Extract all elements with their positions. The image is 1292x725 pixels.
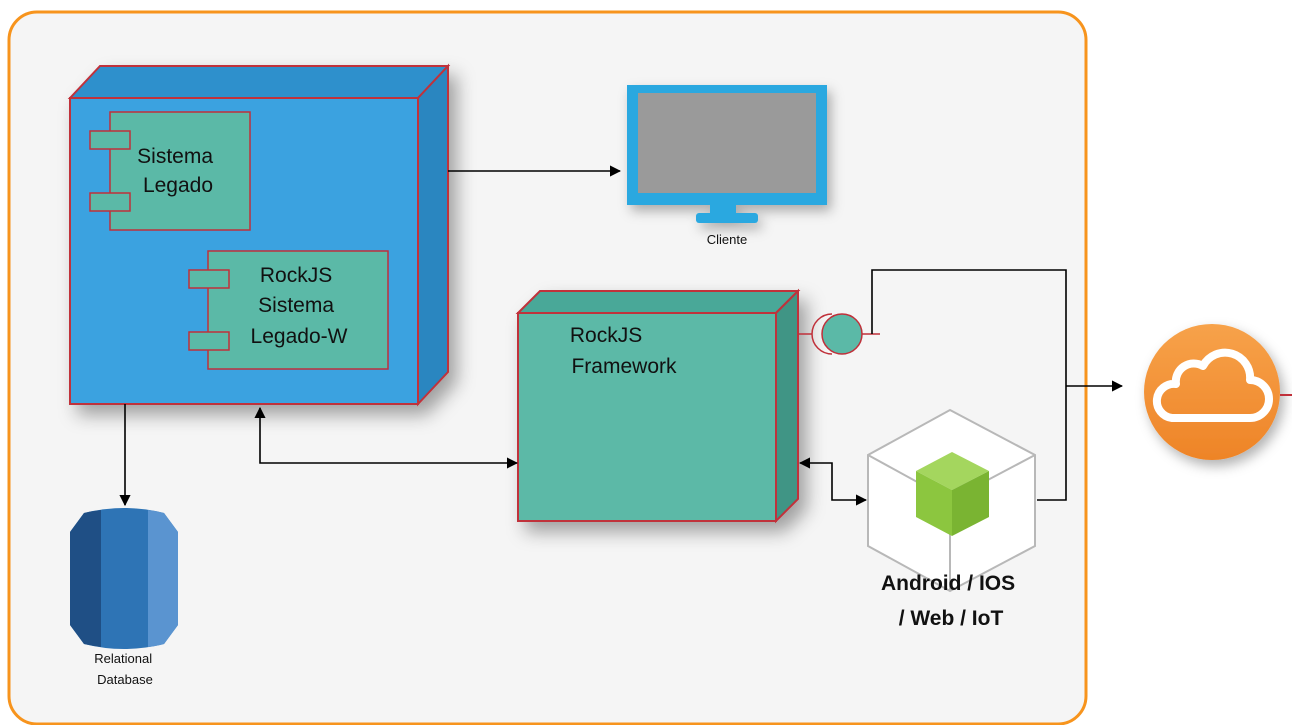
database-label-line: Database	[97, 672, 153, 687]
svg-text:RockJS Sistema Leg: RockJS Sistema Legado-W	[251, 264, 348, 348]
component-label-line: RockJS	[260, 264, 332, 287]
android-green-box-icon	[916, 452, 989, 536]
connector-legacy-framework	[254, 406, 519, 469]
database-label-line: Relational	[94, 651, 152, 666]
component-port-bottom	[188, 331, 230, 351]
interface-socket-icon	[798, 313, 880, 355]
devices-label-line: / Web / IoT	[899, 607, 1004, 630]
component-port-top	[188, 269, 230, 289]
component-port-bottom	[89, 192, 131, 212]
svg-text:Relational Database: Relational Database	[94, 651, 155, 687]
svg-text:Android / IOS / Web / IoT: Android / IOS / Web / IoT	[881, 572, 1021, 630]
component-rockjs-sistema-legado-w: RockJS Sistema Legado-W	[188, 250, 389, 370]
database-icon	[70, 508, 178, 649]
client-monitor-icon	[627, 85, 827, 223]
component-label-line: Legado-W	[251, 325, 348, 348]
framework-label-line: Framework	[571, 355, 677, 378]
svg-text:RockJS Framework: RockJS Framework	[570, 324, 677, 378]
component-label-line: Sistema	[258, 294, 334, 317]
component-port-top	[89, 130, 131, 150]
svg-text:Sistema Legado: Sistema Legado	[137, 145, 219, 197]
component-label-line: Legado	[143, 174, 213, 197]
connector-framework-devices	[798, 457, 868, 506]
cloud-icon	[1144, 324, 1280, 460]
component-sistema-legado: Sistema Legado	[89, 111, 251, 231]
framework-node	[515, 288, 801, 524]
client-label: Cliente	[707, 232, 747, 247]
framework-label-line: RockJS	[570, 324, 642, 347]
connector-interface-branch	[871, 269, 1067, 501]
devices-cube-icon	[867, 408, 1036, 593]
component-label-line: Sistema	[137, 145, 213, 168]
devices-label-line: Android / IOS	[881, 572, 1015, 595]
